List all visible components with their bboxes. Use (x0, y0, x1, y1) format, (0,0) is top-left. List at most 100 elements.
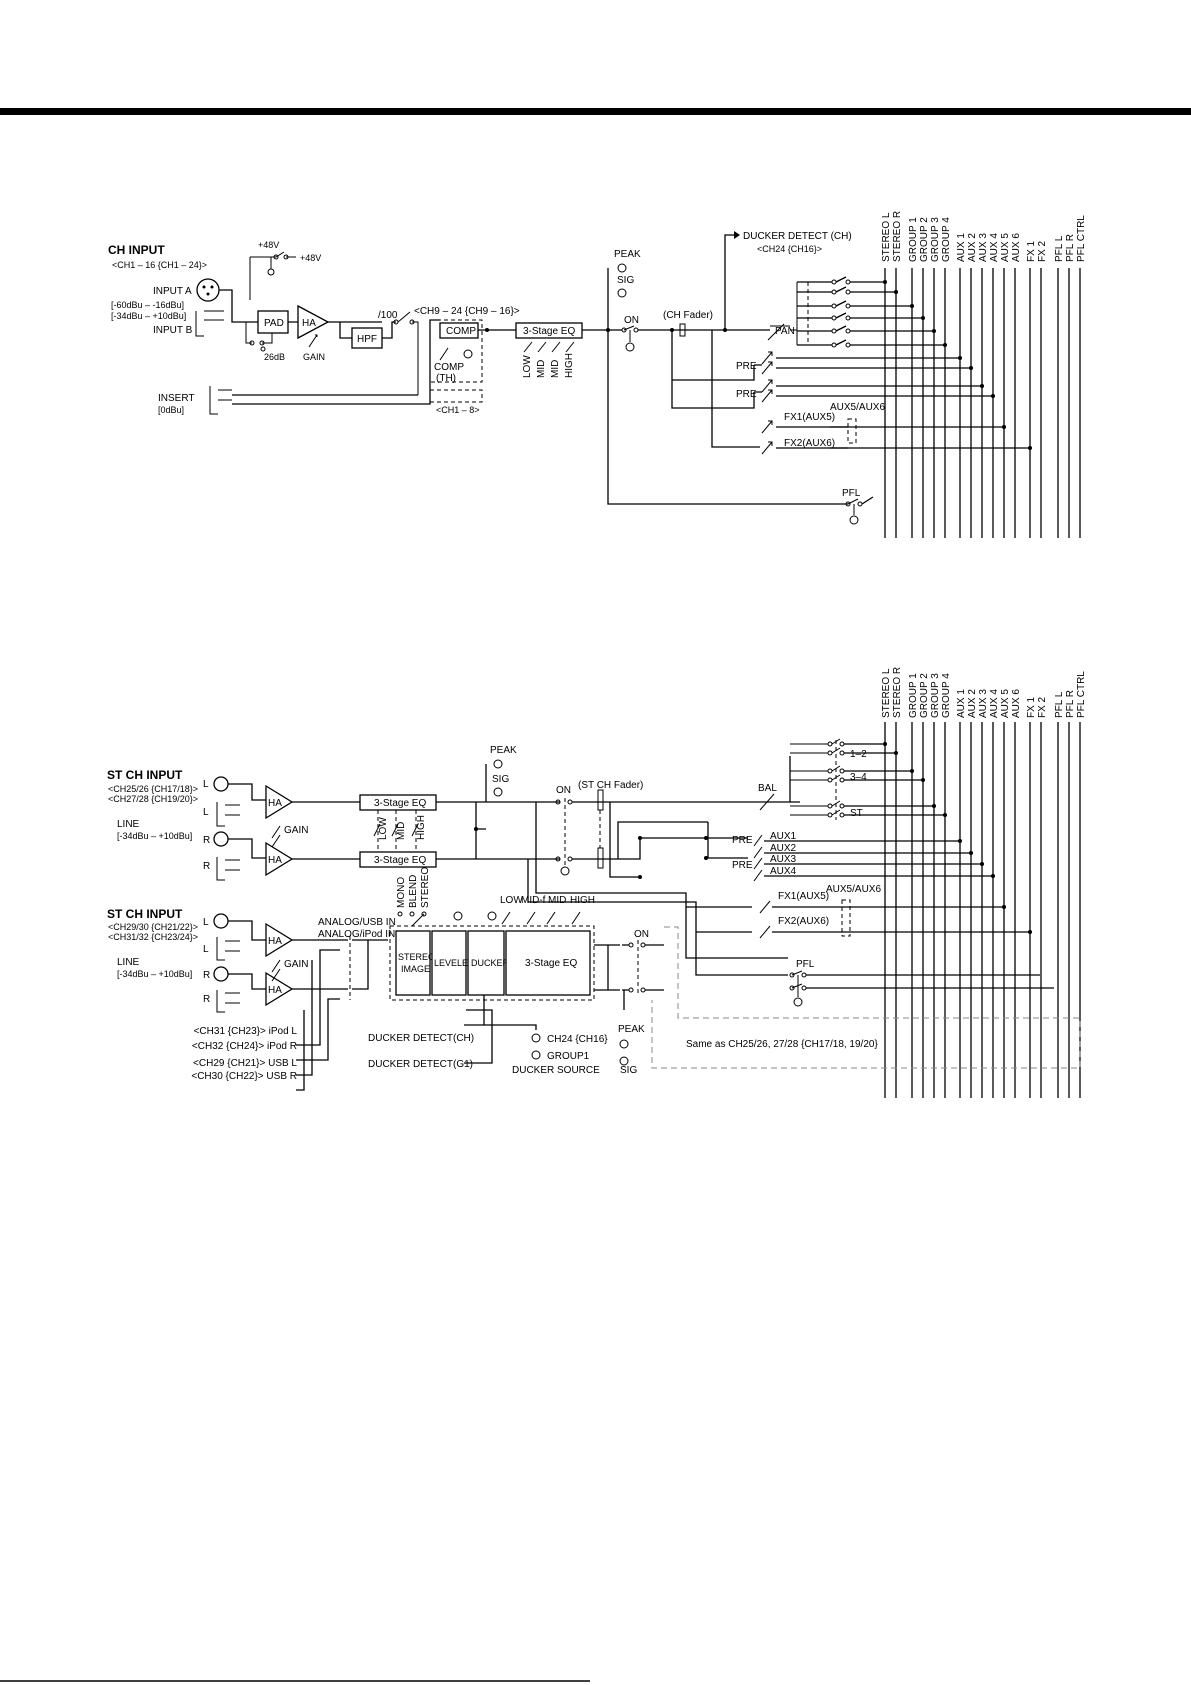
st-eq-band-label: MID (396, 822, 407, 840)
ducker-ch-label: <CH24 {CH16}> (757, 244, 822, 254)
stereo-image-label2: IMAGE (401, 964, 430, 974)
ducker-block (467, 930, 505, 996)
st-aux-label: AUX3 (770, 854, 797, 865)
st2-usb-l: <CH29 {CH21}> USB L (193, 1058, 297, 1069)
trs-jack-b-icon (195, 310, 224, 337)
leveler-block (431, 930, 467, 996)
ducker-source-label: DUCKER SOURCE (512, 1065, 600, 1076)
insert-jack-icon (209, 386, 232, 415)
eq-band-label: LOW (522, 355, 533, 378)
bottom-bus-label: AUX 3 (978, 689, 989, 718)
st-rca-l-icon (213, 776, 229, 792)
st2-usb-r: <CH30 {CH22}> USB R (191, 1071, 297, 1082)
st-ch-range2: <CH27/28 {CH19/20}> (108, 794, 198, 804)
gain-label: GAIN (303, 352, 325, 362)
st2-sig-label: SIG (620, 1065, 637, 1076)
ducker-label: DUCKER (471, 958, 510, 968)
st-pfl-led-icon (793, 997, 803, 1007)
peak-label: PEAK (614, 249, 641, 260)
eq-band-label: MID (536, 360, 547, 378)
st2-sig-led-icon (619, 1056, 629, 1066)
st2-eq-band-label: LOW (500, 895, 523, 906)
bottom-bus-label: GROUP 3 (930, 673, 941, 718)
top-bus-label: GROUP 1 (908, 217, 919, 262)
comp-th-label1: COMP (434, 362, 464, 373)
st-ha-r: HA (268, 855, 282, 866)
ch-fader-label: (CH Fader) (663, 310, 713, 321)
st2-mode-label: BLEND (408, 875, 419, 908)
st-r-label-1: R (203, 835, 210, 846)
bus-lines-bottom (884, 722, 1081, 1098)
ch-input-title: CH INPUT (108, 243, 165, 257)
st-pfl-label: PFL (796, 959, 815, 970)
st2-peak-led-icon (619, 1039, 629, 1049)
stereo-image-block (395, 930, 431, 996)
pan-switches (797, 276, 947, 348)
st-bal-label: BAL (758, 783, 777, 794)
bottom-bus-label: GROUP 1 (908, 673, 919, 718)
st-sig-led-icon (493, 787, 503, 797)
header-rule (0, 108, 1191, 115)
pre2-label: PRE (736, 389, 757, 400)
st2-rca-r-icon (213, 966, 229, 982)
st2-rca-l-icon (213, 913, 229, 929)
ducker-ch-label2: CH24 {CH16} (547, 1034, 608, 1045)
st2-mode-label: STEREO (420, 867, 431, 908)
stereo-image-label1: STEREO (398, 952, 435, 962)
eq-band-label: MID (550, 360, 561, 378)
st2-line-level: [-34dBu – +10dBu] (117, 969, 192, 979)
send-knobs (716, 351, 1032, 455)
fx1-label: FX1(AUX5) (784, 412, 835, 423)
ducker-detect-ch-label: DUCKER DETECT(CH) (368, 1033, 474, 1044)
pan-label: PAN (775, 326, 795, 337)
comp-range2-label: <CH1 – 8> (436, 405, 480, 415)
st-pre1-label: PRE (732, 835, 753, 846)
fx2-label: FX2(AUX6) (784, 438, 835, 449)
ch-range: <CH1 – 16 {CH1 – 24}> (112, 260, 207, 270)
st2-ch-range2: <CH31/32 {CH23/24}> (108, 932, 198, 942)
st2-ha-r: HA (268, 985, 282, 996)
comp-led-icon (463, 349, 473, 359)
top-bus-label: STEREO L (881, 212, 892, 262)
st2-ha-l-triangle (265, 922, 294, 958)
st2-eq-band-label: HIGH (570, 895, 595, 906)
st-aux56-label: AUX5/AUX6 (826, 884, 881, 895)
top-bus-label: STEREO R (892, 211, 903, 262)
input-b-label: INPUT B (153, 325, 193, 336)
pfl-label: PFL (842, 488, 861, 499)
st-phone-r-icon (216, 857, 240, 881)
bottom-bus-label: GROUP 4 (941, 673, 952, 718)
top-bus-label: AUX 4 (989, 233, 1000, 262)
ducker-source-led-icon (531, 1033, 541, 1043)
top-bus-label: GROUP 4 (941, 217, 952, 262)
st2-mode-label: MONO (396, 877, 407, 908)
ch-input-section: CH INPUT <CH1 – 16 {CH1 – 24}> +48V +48V… (108, 231, 1032, 525)
eq-label: 3-Stage EQ (523, 326, 575, 337)
st-sw-34-label: 3–4 (850, 772, 867, 783)
top-bus-label: GROUP 3 (930, 217, 941, 262)
bottom-bus-label: AUX 5 (1000, 689, 1011, 718)
top-bus-label: AUX 3 (978, 233, 989, 262)
bottom-bus-label: FX 1 (1026, 696, 1037, 718)
st-fader-label: (ST CH Fader) (578, 780, 643, 791)
bottom-bus-label: STEREO R (892, 667, 903, 718)
phantom-switch-icon (267, 268, 275, 276)
bottom-bus-label: STEREO L (881, 668, 892, 718)
st-route-switches (790, 738, 947, 820)
st-sw-12-label: 1–2 (850, 749, 867, 760)
st-on-led-icon (560, 866, 570, 876)
input-a-label: INPUT A (153, 286, 192, 297)
st2-ipod-l: <CH31 {CH23}> iPod L (194, 1026, 298, 1037)
st-l-label-1: L (203, 779, 209, 790)
st-phone-l-icon (216, 802, 240, 827)
st-peak-led-icon (493, 759, 503, 769)
st-aux-label: AUX2 (770, 843, 797, 854)
bottom-bus-label: AUX 6 (1011, 689, 1022, 718)
comp-label: COMP (446, 326, 476, 337)
hpf-label: HPF (357, 334, 377, 345)
st2-l-label-1: L (203, 917, 209, 928)
